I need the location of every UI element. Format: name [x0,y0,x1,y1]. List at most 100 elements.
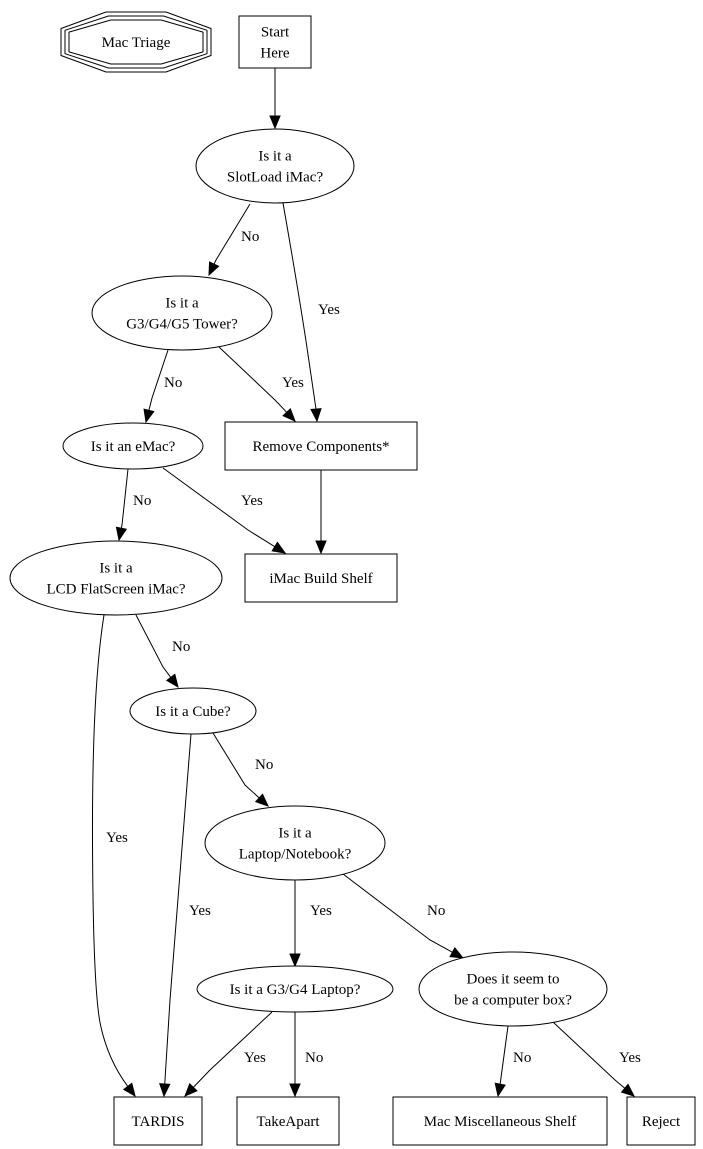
node-start-box [238,15,312,69]
edge-emac-to-lcd [120,468,129,529]
edge-g3g4laptop-to-takeapart-label: No [305,1050,323,1066]
edge-laptop-to-computerbox-label: No [427,903,445,919]
edge-lcd-to-tardis-arrowhead [122,1082,136,1098]
edge-tower-to-remove-label: Yes [282,375,304,391]
edge-g3g4laptop-to-tardis-arrowhead [184,1083,198,1097]
node-tardis: TARDIS [113,1096,203,1146]
edge-slotload-to-tower-label: No [241,229,259,245]
node-buildshelf-box [244,553,398,603]
edge-cube-to-laptop-label: No [255,757,273,773]
edge-computerbox-to-miscshelf-label: No [513,1050,531,1066]
edge-tower-to-emac [148,349,169,411]
node-tower-label: G3/G4/G5 Tower? [126,317,238,333]
edge-emac-to-buildshelf-label: Yes [241,493,263,509]
node-slotload-label: SlotLoad iMac? [227,170,324,186]
node-takeapart-box [236,1096,340,1146]
node-title: Mac Triage [60,11,212,73]
node-computerbox-ellipse [418,951,608,1027]
node-slotload-ellipse [195,128,355,204]
node-laptop: Is it a Laptop/Notebook? [204,805,386,881]
node-slotload-label: Is it a [258,149,292,165]
node-g3g4laptop-label: Is it a G3/G4 Laptop? [230,982,361,998]
edge-lcd-to-tardis [91,614,129,1087]
edge-slotload-to-tower [213,203,251,265]
node-reject-box [626,1096,696,1146]
node-reject-label: Reject [642,1114,681,1130]
node-tower-ellipse [91,275,273,351]
edge-start-to-slotload-arrowhead [269,115,281,130]
node-remove: Remove Components* [224,421,418,471]
edge-remove-to-buildshelf-arrowhead [315,540,327,555]
node-lcd-ellipse [9,540,223,616]
node-miscshelf-label: Mac Miscellaneous Shelf [424,1114,576,1130]
edge-cube-to-laptop [212,732,260,799]
edge-computerbox-to-reject-arrowhead [620,1083,635,1097]
edge-laptop-to-computerbox-arrowhead [449,946,465,959]
edge-emac-to-lcd-arrowhead [115,526,128,542]
node-tower: Is it aG3/G4/G5 Tower? [91,275,273,351]
node-tardis-box [113,1096,203,1146]
node-buildshelf: iMac Build Shelf [244,553,398,603]
edge-tower-to-emac-label: No [164,375,182,391]
edge-lcd-to-cube [135,614,172,678]
edge-g3g4laptop-to-tardis [192,1011,273,1088]
edge-laptop-to-computerbox [342,873,453,953]
edge-slotload-to-remove [282,202,317,410]
node-laptop-label: Is it a [278,826,312,842]
node-start-label: Start [261,25,290,41]
edge-computerbox-to-reject-label: Yes [619,1050,641,1066]
edge-cube-to-laptop-arrowhead [254,793,269,807]
node-lcd-label: LCD FlatScreen iMac? [46,582,185,598]
node-cube-label: Is it a Cube? [155,704,231,720]
node-laptop-ellipse [204,805,386,881]
edge-laptop-to-g3g4laptop-label: Yes [310,903,332,919]
node-laptop-label: Laptop/Notebook? [239,847,352,863]
edge-emac-to-lcd-label: No [133,493,151,509]
edge-lcd-to-cube-arrowhead [165,673,179,689]
edge-emac-to-buildshelf [162,467,276,548]
node-cube-ellipse [129,687,257,735]
node-lcd-label: Is it a [99,561,133,577]
edges-layer [91,68,635,1098]
node-miscshelf-box [392,1096,608,1146]
edge-slotload-to-remove-arrowhead [310,408,322,423]
node-tardis-label: TARDIS [132,1114,185,1130]
edge-cube-to-tardis-label: Yes [189,903,211,919]
node-title-octagon-3 [68,19,204,65]
node-cube: Is it a Cube? [129,687,257,735]
node-remove-box [224,421,418,471]
node-g3g4laptop-ellipse [196,965,394,1013]
edge-g3g4laptop-to-takeapart-arrowhead [289,1083,301,1098]
node-remove-label: Remove Components* [252,439,389,455]
node-slotload: Is it a SlotLoad iMac? [195,128,355,204]
edge-emac-to-buildshelf-arrowhead [271,541,287,554]
edge-g3g4laptop-to-tardis-label: Yes [244,1050,266,1066]
node-emac-ellipse [62,422,204,470]
node-takeapart-label: TakeApart [256,1114,320,1130]
node-emac-label: Is it an eMac? [91,439,176,455]
edge-tower-to-remove [218,346,288,413]
edge-computerbox-to-miscshelf [499,1025,509,1086]
node-miscshelf: Mac Miscellaneous Shelf [392,1096,608,1146]
node-lcd: Is it a LCD FlatScreen iMac? [9,540,223,616]
node-emac: Is it an eMac? [62,422,204,470]
edge-slotload-to-remove-label: Yes [318,302,340,318]
edge-computerbox-to-reject [552,1021,626,1089]
node-buildshelf-label: iMac Build Shelf [269,571,372,587]
node-g3g4laptop: Is it a G3/G4 Laptop? [196,965,394,1013]
node-takeapart: TakeApart [236,1096,340,1146]
node-computerbox-label: be a computer box? [454,993,572,1009]
edge-lcd-to-tardis-label: Yes [106,830,128,846]
node-reject: Reject [626,1096,696,1146]
edge-cube-to-tardis-arrowhead [159,1083,171,1098]
edge-lcd-to-cube-label: No [172,639,190,655]
edge-laptop-to-g3g4laptop-arrowhead [289,953,301,968]
edge-computerbox-to-miscshelf-arrowhead [494,1082,506,1098]
edge-tower-to-emac-arrowhead [143,408,155,424]
node-start-label: Here [260,46,289,62]
edge-cube-to-tardis [164,733,192,1085]
